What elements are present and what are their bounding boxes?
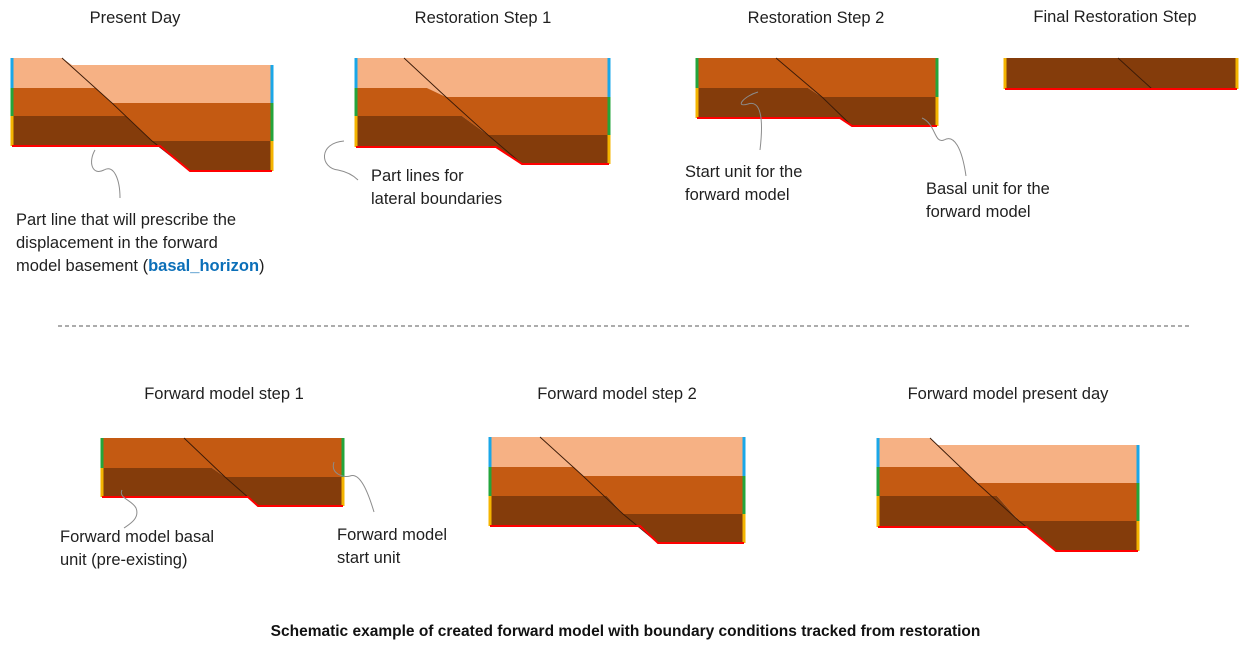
- basal-unit: [1005, 58, 1237, 89]
- annotation-start-unit: Start unit for the forward model: [685, 161, 802, 207]
- basal-horizon-keyword: basal_horizon: [148, 257, 260, 275]
- annotation-line: lateral boundaries: [371, 190, 503, 208]
- panel-forward-step-1: [100, 437, 345, 507]
- basal-boundary: [878, 526, 1138, 552]
- top-unit: [490, 437, 744, 476]
- fault-line: [1117, 57, 1153, 90]
- annotation-line: forward model: [926, 203, 1031, 221]
- title-final-restoration: Final Restoration Step: [1033, 8, 1197, 26]
- annotation-line: Basal unit for the: [926, 180, 1050, 198]
- top-unit: [12, 58, 272, 103]
- annotation-text: ): [259, 257, 265, 275]
- callout-part-lines: [324, 140, 359, 181]
- middle-unit: [490, 467, 744, 514]
- annotation-forward-start-unit: Forward model start unit: [337, 524, 447, 570]
- basal-boundary: [356, 146, 609, 165]
- title-forward-present-day: Forward model present day: [907, 385, 1109, 403]
- fault-line: [403, 57, 523, 165]
- top-unit: [878, 438, 1138, 483]
- basal-boundary: [12, 145, 272, 172]
- callout-forward-start: [332, 461, 375, 513]
- callout-basal-unit: [921, 117, 967, 177]
- callout-basal-line: [91, 149, 121, 199]
- figure-caption: Schematic example of created forward mod…: [270, 623, 981, 640]
- basal-unit: [878, 496, 1138, 551]
- annotation-line: displacement in the forward: [16, 234, 218, 252]
- fault-line: [539, 436, 659, 544]
- annotation-part-lines: Part lines for lateral boundaries: [371, 165, 502, 211]
- callout-start-unit: [740, 91, 762, 151]
- middle-unit: [102, 438, 343, 477]
- middle-unit: [878, 467, 1138, 521]
- basal-boundary: [102, 496, 343, 507]
- basal-unit: [12, 116, 272, 171]
- callout-forward-basal: [120, 489, 138, 529]
- middle-unit: [12, 88, 272, 141]
- annotation-basal-unit: Basal unit for the forward model: [926, 178, 1050, 224]
- panel-restoration-step-2: [695, 57, 939, 127]
- annotation-line: Start unit for the: [685, 163, 803, 181]
- basal-unit: [697, 88, 937, 126]
- middle-unit: [697, 58, 937, 97]
- title-present-day: Present Day: [89, 9, 181, 27]
- annotation-line: start unit: [337, 549, 401, 567]
- annotation-line: Forward model basal: [60, 528, 215, 546]
- annotation-line: unit (pre-existing): [60, 551, 188, 569]
- panel-forward-present-day: [876, 437, 1140, 552]
- annotation-line: Forward model: [337, 526, 448, 544]
- basal-unit: [356, 116, 609, 164]
- title-restoration-step-1: Restoration Step 1: [414, 9, 552, 27]
- panel-present-day: [10, 57, 274, 172]
- middle-unit: [356, 88, 609, 135]
- annotation-line: model basement (basal_horizon): [16, 255, 265, 278]
- title-forward-step-2: Forward model step 2: [537, 385, 697, 403]
- panel-restoration-step-1: [354, 57, 611, 165]
- basal-boundary: [490, 525, 744, 544]
- annotation-line: Part line that will prescribe the: [16, 211, 237, 229]
- basal-unit: [490, 496, 744, 543]
- annotation-forward-basal-unit: Forward model basal unit (pre-existing): [60, 526, 214, 572]
- title-forward-step-1: Forward model step 1: [144, 385, 304, 403]
- panel-forward-step-2: [488, 436, 746, 544]
- annotation-text: model basement (: [16, 257, 149, 275]
- annotation-line: forward model: [685, 186, 790, 204]
- fault-line: [775, 57, 853, 127]
- title-restoration-step-2: Restoration Step 2: [747, 9, 885, 27]
- top-unit: [356, 58, 609, 97]
- annotation-basal-line: Part line that will prescribe the displa…: [16, 209, 265, 278]
- panel-final-restoration: [1003, 57, 1239, 90]
- annotation-line: Part lines for: [371, 167, 464, 185]
- basal-boundary: [697, 117, 937, 127]
